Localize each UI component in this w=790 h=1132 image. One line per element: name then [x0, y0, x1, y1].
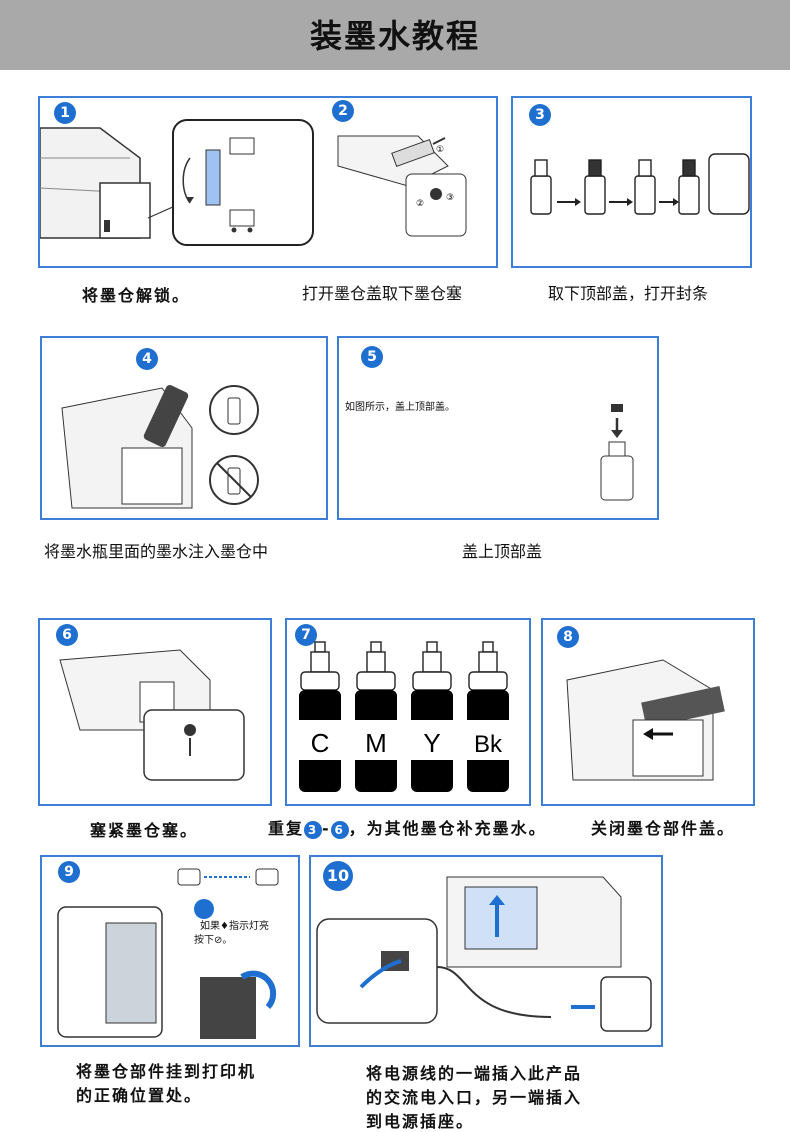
step-5-badge: 5 — [361, 346, 383, 368]
step-10-caption-1: 将电源线的一端插入此产品 — [366, 1064, 583, 1083]
step-6-caption: 塞紧墨仓塞。 — [90, 821, 199, 840]
step-3-caption: 取下顶部盖，打开封条 — [548, 284, 709, 303]
step-8-badge: 8 — [557, 626, 579, 648]
step-1-caption: 将墨仓解锁。 — [82, 286, 191, 305]
step-9-panel-text-1: 如果♦指示灯亮 — [200, 921, 269, 932]
step-9-panel-text-2: 按下⊘。 — [194, 935, 233, 946]
page-title: 装墨水教程 — [309, 17, 480, 55]
repeat-sep: - — [322, 819, 331, 838]
bottle-sequence-illustration — [530, 153, 750, 215]
step-9-panel: 9 如果♦指示灯亮 按下⊘。 — [40, 855, 300, 1047]
attach-unit-illustration — [57, 868, 279, 1039]
close-cap-illustration — [600, 404, 634, 501]
step-5-panel-text: 如图所示，盖上顶部盖。 — [345, 402, 455, 413]
step-7-badge: 7 — [295, 624, 317, 646]
plug-illustration — [59, 649, 245, 781]
ink-label-c: C — [311, 728, 330, 758]
ink-label-bk: Bk — [474, 731, 503, 758]
power-cord-illustration — [316, 876, 652, 1032]
repeat-prefix: 重复 — [268, 819, 305, 838]
pour-ink-illustration — [61, 385, 259, 509]
step-4-caption: 将墨水瓶里面的墨水注入墨仓中 — [44, 542, 269, 561]
step-2-panel: 2 ① ② ③ — [298, 96, 498, 268]
step-9-badge: 9 — [58, 861, 80, 883]
step-2-badge: 2 — [332, 100, 354, 122]
repeat-suffix: ，为其他墨仓补充墨水。 — [348, 819, 547, 838]
step-4-badge: 4 — [136, 348, 158, 370]
step-5-caption: 盖上顶部盖 — [462, 542, 543, 561]
title-banner: 装墨水教程 — [0, 0, 790, 70]
close-lid-illustration — [566, 659, 725, 781]
step-3-badge: 3 — [529, 104, 551, 126]
step-10-caption-2: 的交流电入口，另一端插入 — [366, 1088, 583, 1107]
step-6-badge: 6 — [56, 624, 78, 646]
ink-cap-illustration: ① ② ③ — [337, 135, 467, 237]
step-2-caption: 打开墨仓盖取下墨仓塞 — [302, 284, 463, 303]
step-10-badge: 10 — [323, 861, 353, 891]
repeat-from-badge: 3 — [304, 820, 323, 839]
step-8-caption: 关闭墨仓部件盖。 — [591, 819, 736, 838]
ink-label-y: Y — [423, 728, 440, 758]
step-1-badge: 1 — [54, 102, 76, 124]
printer-illustration — [40, 119, 314, 246]
step-7-panel: 7 C M Y Bk — [285, 618, 531, 806]
step-10-panel: 10 — [309, 855, 663, 1047]
step-8-panel: 8 — [541, 618, 755, 806]
step-9-caption-1: 将墨仓部件挂到打印机 — [76, 1062, 257, 1081]
step-6-panel: 6 — [38, 618, 272, 806]
step-5-panel: 5 如图所示，盖上顶部盖。 — [337, 336, 659, 520]
svg-text:①: ① — [436, 145, 444, 155]
step-10-caption-3: 到电源插座。 — [366, 1112, 475, 1131]
repeat-to-badge: 6 — [330, 820, 349, 839]
ink-bottles-illustration: C M Y Bk — [299, 641, 509, 792]
ink-label-m: M — [365, 728, 387, 758]
step-9-caption-2: 的正确位置处。 — [76, 1086, 203, 1105]
svg-text:②: ② — [416, 199, 424, 209]
step-4-panel: 4 — [40, 336, 328, 520]
step-3-panel: 3 — [511, 96, 752, 268]
svg-text:③: ③ — [446, 193, 454, 203]
